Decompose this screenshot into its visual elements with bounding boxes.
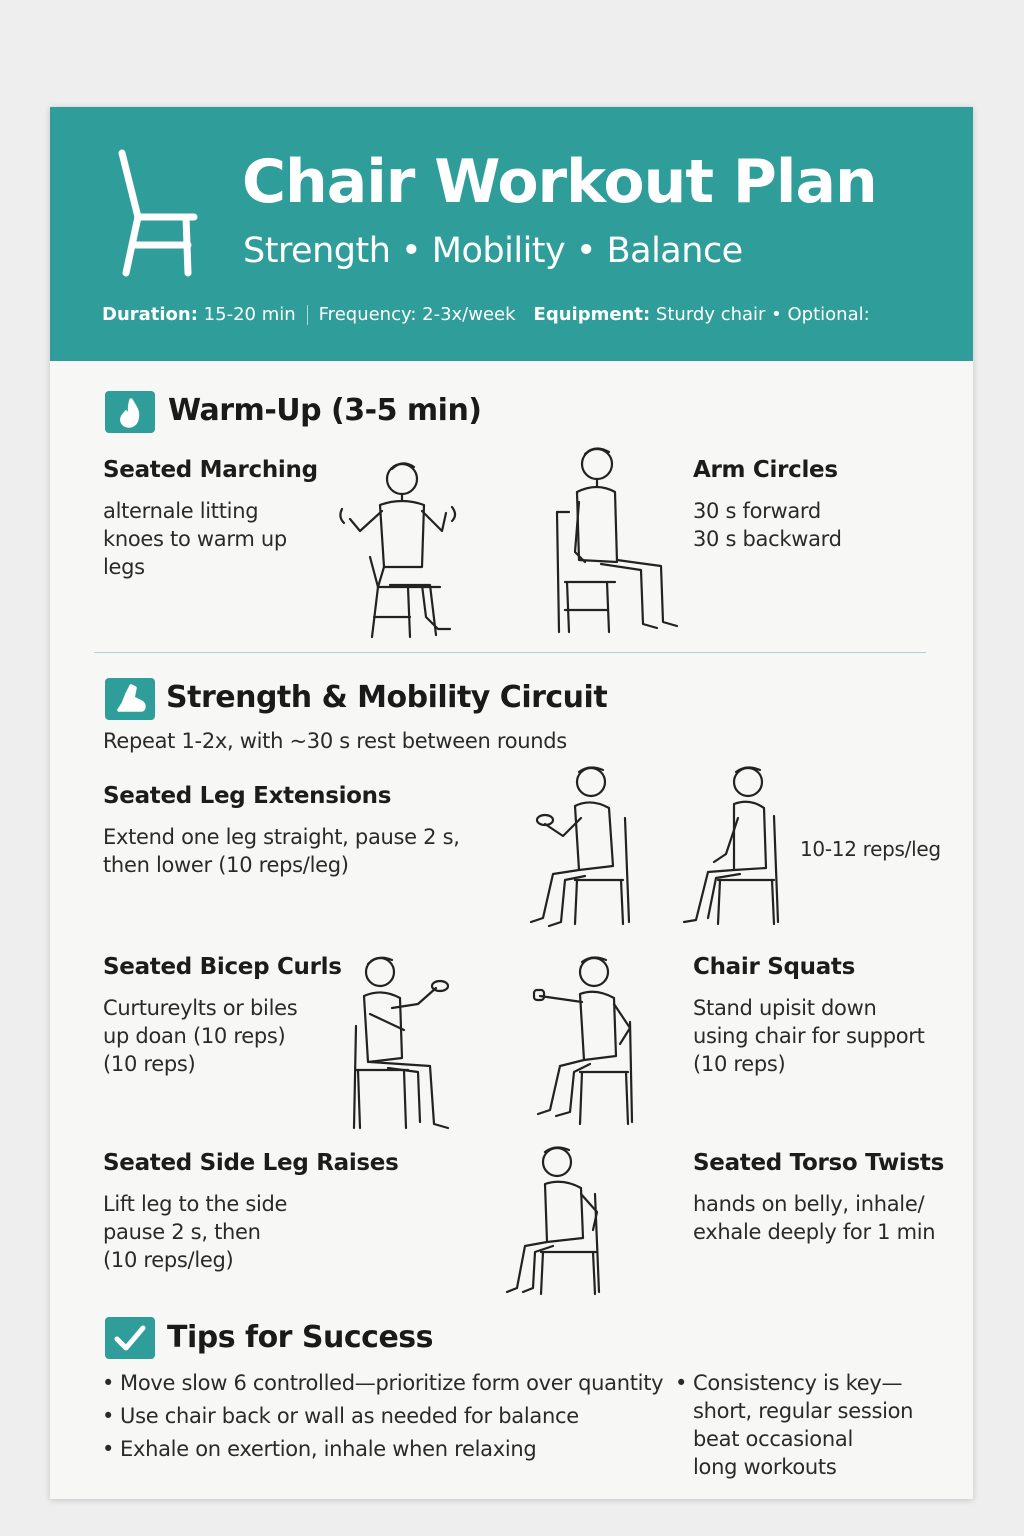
reps-note: 10-12 reps/leg <box>800 837 941 861</box>
exercise-description: Extend one leg straight, pause 2 s, then… <box>103 825 460 877</box>
section-divider <box>94 652 926 653</box>
flame-icon <box>105 391 155 433</box>
side-leg-raise-illustration <box>505 1142 615 1302</box>
exercise-name: Arm Circles <box>693 457 838 483</box>
bicep-curls-illustration <box>348 952 458 1132</box>
duration-value: 15-20 min <box>203 304 296 325</box>
header-banner: Chair Workout Plan Strength • Mobility •… <box>50 107 973 361</box>
exercise-name: Seated Leg Extensions <box>103 783 392 809</box>
exercise-description: Curtureylts or biles up doan (10 reps) (… <box>103 996 298 1076</box>
page-subtitle: Strength • Mobility • Balance <box>243 231 743 271</box>
frequency-value: 2-3x/week <box>422 304 516 325</box>
circuit-note: Repeat 1-2x, with ~30 s rest between rou… <box>103 729 567 753</box>
exercise-name: Chair Squats <box>693 954 856 980</box>
checkmark-icon <box>105 1317 155 1359</box>
warmup-title: Warm-Up (3-5 min) <box>168 393 482 428</box>
exercise-description: Lift leg to the side pause 2 s, then (10… <box>103 1192 288 1272</box>
leg-extension-illustration <box>525 762 635 932</box>
flexed-arm-icon <box>105 678 155 720</box>
exercise-description: alternale litting knoes to warm up legs <box>103 499 287 579</box>
tip-item: •Move slow 6 controlled—prioritize form … <box>102 1371 664 1395</box>
circuit-title: Strength & Mobility Circuit <box>166 680 608 715</box>
exercise-name: Seated Marching <box>103 457 318 483</box>
meta-divider <box>306 304 308 325</box>
exercise-name: Seated Side Leg Raises <box>103 1150 399 1176</box>
arm-circles-illustration <box>545 442 680 637</box>
equipment-label: Equipment: <box>533 304 651 325</box>
exercise-description: 30 s forward 30 s backward <box>693 499 842 551</box>
leg-extension-alt-illustration <box>678 762 788 932</box>
equipment-value: Sturdy chair • Optional: <box>655 304 870 325</box>
page-title: Chair Workout Plan <box>242 147 878 217</box>
chair-icon <box>118 149 198 277</box>
exercise-description: hands on belly, inhale/ exhale deeply fo… <box>693 1192 936 1244</box>
exercise-description: Stand upisit down using chair for suppor… <box>693 996 925 1076</box>
frequency-label: Frequency: <box>318 304 417 325</box>
tips-title: Tips for Success <box>167 1320 434 1355</box>
seated-marching-illustration <box>330 457 480 642</box>
chair-squat-illustration <box>530 952 640 1132</box>
tip-item: •Exhale on exertion, inhale when relaxin… <box>102 1437 537 1461</box>
duration-label: Duration: <box>102 304 198 325</box>
tip-item: •Consistency is key— short, regular sess… <box>675 1371 914 1479</box>
exercise-name: Seated Bicep Curls <box>103 954 342 980</box>
exercise-name: Seated Torso Twists <box>693 1150 944 1176</box>
workout-poster: Chair Workout Plan Strength • Mobility •… <box>50 107 973 1499</box>
tip-item: •Use chair back or wall as needed for ba… <box>102 1404 579 1428</box>
meta-bar: Duration: 15-20 min Frequency: 2-3x/week… <box>102 304 870 325</box>
